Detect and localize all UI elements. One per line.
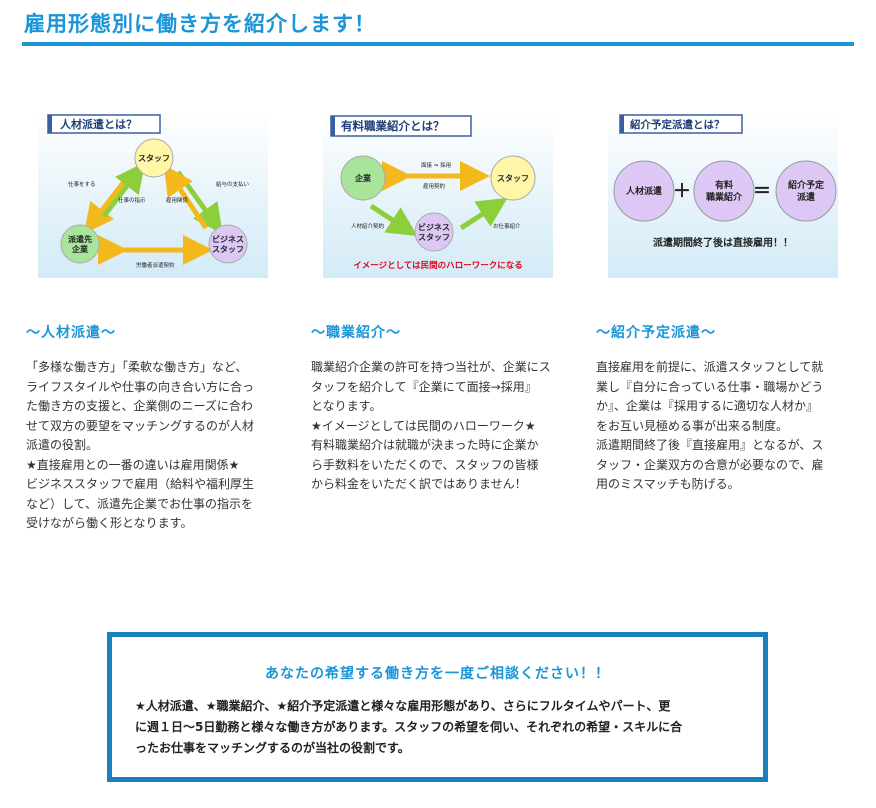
shokai-description: 職業紹介企業の許可を持つ当社が、企業にス タッフを紹介して『企業にて面接→採用』… bbox=[311, 360, 551, 491]
svg-text:人材派遣: 人材派遣 bbox=[625, 185, 662, 197]
haken-employment-arrow bbox=[163, 164, 209, 230]
svg-text:職業紹介: 職業紹介 bbox=[706, 191, 743, 203]
haken-label-salary: 給与の支払い bbox=[216, 180, 250, 188]
svg-text:派遣先: 派遣先 bbox=[68, 234, 92, 244]
consultation-box: あなたの希望する働き方を一度ご相談ください！！ ★人材派遣、★職業紹介、★紹介予… bbox=[107, 632, 768, 782]
svg-text:紹介予定: 紹介予定 bbox=[788, 179, 825, 191]
svg-text:スタッフ: スタッフ bbox=[418, 232, 450, 242]
shokai-heading: ～職業紹介～ bbox=[311, 325, 401, 341]
haken-label-employment: 雇用関係 bbox=[166, 196, 189, 204]
consultation-body: ★人材派遣、★職業紹介、★紹介予定派遣と様々な雇用形態があり、さらにフルタイムや… bbox=[135, 699, 683, 755]
haken-work-arrow bbox=[83, 168, 135, 234]
svg-text:紹介予定派遣とは？: 紹介予定派遣とは？ bbox=[630, 118, 725, 131]
svg-text:派遣: 派遣 bbox=[797, 191, 815, 203]
haken-heading: ～人材派遣～ bbox=[26, 325, 116, 341]
haken-diagram: 人材派遣とは？ スタッフ 派遣先 企業 ビジネス スタッフ 仕事をする 仕事の指… bbox=[38, 110, 268, 278]
yotei-plus-sign: ＋ bbox=[673, 181, 691, 202]
svg-text:企業: 企業 bbox=[71, 244, 89, 254]
shokai-staff-node bbox=[490, 155, 536, 201]
yotei-heading: ～紹介予定派遣～ bbox=[596, 325, 716, 341]
svg-text:スタッフ: スタッフ bbox=[497, 173, 529, 183]
page-title: 雇用形態別に働き方を紹介します！ bbox=[24, 12, 376, 36]
shokai-caption: イメージとしては民間のハローワークになる bbox=[353, 260, 522, 271]
yotei-haken-node bbox=[613, 160, 675, 222]
shokai-company-node bbox=[340, 155, 386, 201]
haken-label-instruction: 仕事の指示 bbox=[118, 196, 146, 204]
haken-diagram-title: 人材派遣とは？ bbox=[47, 114, 161, 134]
svg-text:企業: 企業 bbox=[354, 173, 372, 183]
yotei-diagram: 紹介予定派遣とは？ 人材派遣 ＋ 有料 職業紹介 ＝ 紹介予定 派遣 派遣期間終… bbox=[608, 110, 838, 278]
haken-label-contract: 労働者派遣契約 bbox=[136, 261, 175, 269]
svg-text:ビジネス: ビジネス bbox=[212, 234, 244, 244]
haken-staff-node bbox=[134, 138, 174, 178]
yotei-equals-sign: ＝ bbox=[753, 181, 771, 202]
svg-text:人材派遣とは？: 人材派遣とは？ bbox=[60, 117, 137, 131]
shokai-biz-node bbox=[414, 212, 454, 252]
consultation-title: あなたの希望する働き方を一度ご相談ください！！ bbox=[265, 666, 610, 682]
yotei-shokai-node bbox=[693, 160, 755, 222]
shokai-jobintro-arrow bbox=[459, 197, 508, 231]
haken-instruction-arrow bbox=[102, 162, 146, 218]
yotei-result-node bbox=[775, 160, 837, 222]
haken-client-node bbox=[60, 224, 100, 264]
haken-description: 「多様な働き方」「柔軟な働き方」など、 ライフスタイルや仕事の向き合い方に合っ … bbox=[26, 360, 255, 530]
shokai-diagram: 有料職業紹介とは？ 企業 スタッフ ビジネス スタッフ 面接 ⇒ 採用 雇用契約… bbox=[323, 110, 553, 278]
shokai-label-employment: 雇用契約 bbox=[423, 182, 446, 190]
yotei-description: 直接雇用を前提に、派遣スタッフとして就 業し『自分に合っている仕事・職場かどう … bbox=[596, 360, 824, 491]
svg-text:スタッフ: スタッフ bbox=[212, 244, 244, 254]
shokai-label-referral: 人材紹介契約 bbox=[351, 222, 385, 230]
haken-label-work: 仕事をする bbox=[68, 180, 96, 188]
svg-text:スタッフ: スタッフ bbox=[138, 153, 170, 163]
shokai-label-jobintro: お仕事紹介 bbox=[493, 222, 521, 230]
shokai-diagram-title: 有料職業紹介とは？ bbox=[330, 115, 472, 137]
title-divider bbox=[22, 42, 854, 46]
haken-biz-node bbox=[208, 224, 248, 264]
shokai-referral-arrow bbox=[369, 203, 418, 237]
shokai-label-interview: 面接 ⇒ 採用 bbox=[421, 161, 451, 169]
yotei-caption: 派遣期間終了後は直接雇用！！ bbox=[653, 236, 793, 249]
yotei-diagram-title: 紹介予定派遣とは？ bbox=[619, 114, 743, 134]
svg-text:有料: 有料 bbox=[715, 179, 733, 191]
svg-text:有料職業紹介とは？: 有料職業紹介とは？ bbox=[341, 119, 445, 133]
svg-text:ビジネス: ビジネス bbox=[418, 222, 450, 232]
